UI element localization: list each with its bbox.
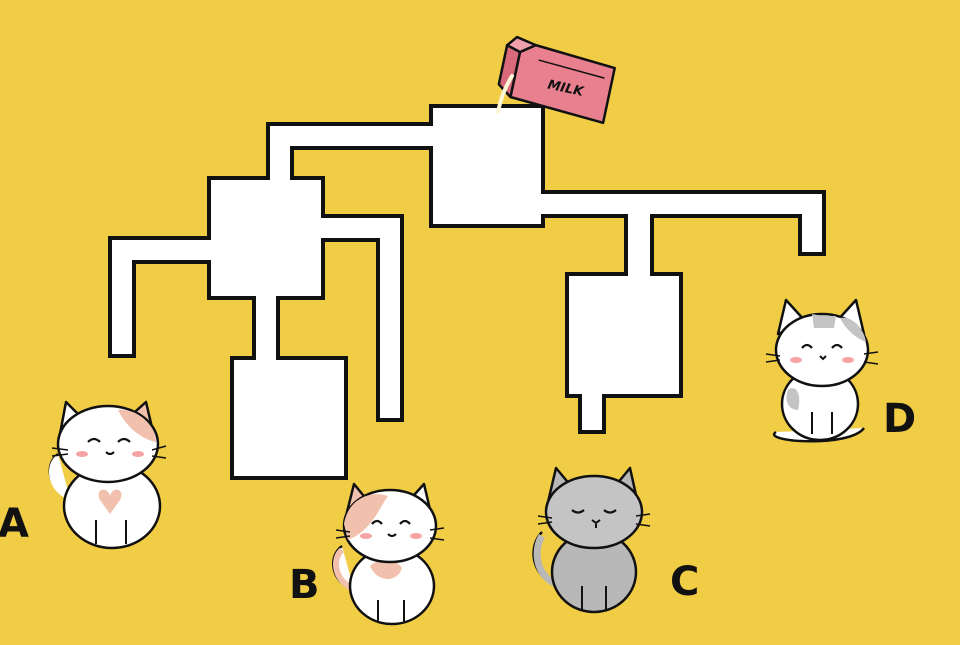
cat-a-icon <box>48 400 167 550</box>
option-label-d[interactable]: D <box>883 396 917 442</box>
milk-stream <box>496 74 514 114</box>
cat-d-icon <box>765 298 879 443</box>
cat-c-icon <box>532 466 651 614</box>
pipe-fills <box>112 108 822 476</box>
cat-b-icon <box>332 482 445 626</box>
option-label-c[interactable]: C <box>670 559 700 605</box>
milk-carton-icon: MILK <box>497 35 616 125</box>
option-label-b[interactable]: B <box>289 562 320 608</box>
option-label-a[interactable]: A <box>0 501 29 547</box>
